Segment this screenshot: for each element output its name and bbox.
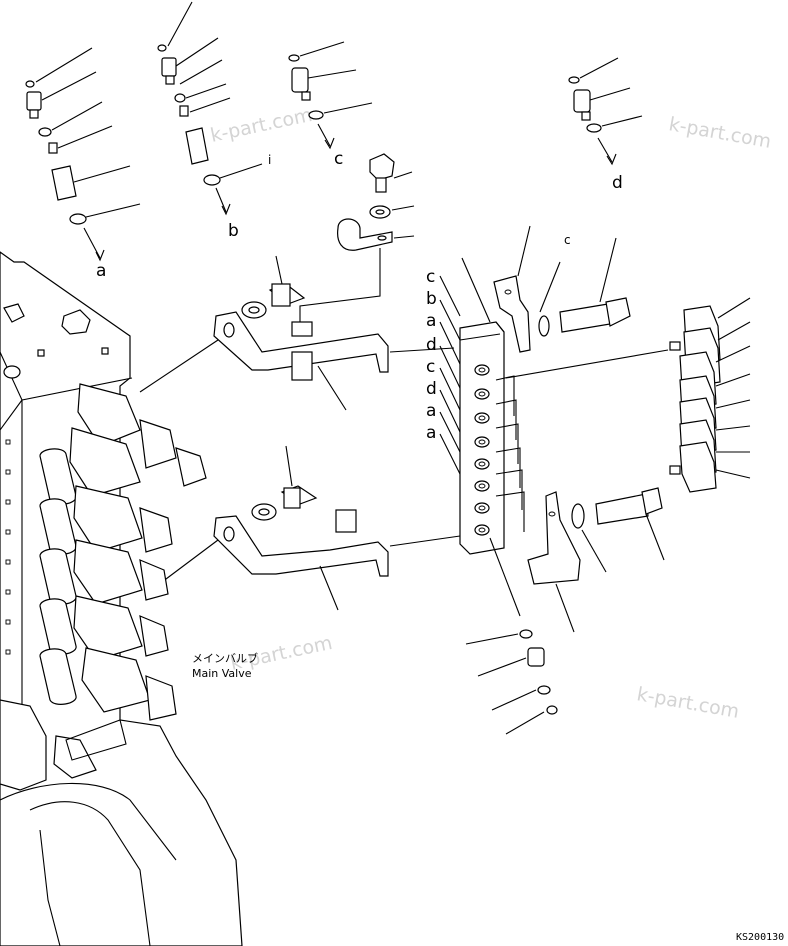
watermark: k-part.com	[208, 104, 314, 147]
fitting-group-a: a	[25, 47, 141, 281]
label-b: b	[228, 221, 239, 241]
port-label: a	[426, 401, 436, 421]
port-label: a	[426, 423, 436, 443]
port-labels: c b a d c d a a	[426, 267, 461, 475]
main-valve-label-jp: メインバルブ	[192, 651, 258, 665]
manifold-ports	[474, 364, 490, 536]
port-label: c	[426, 267, 435, 287]
main-valve: メインバルブ Main Valve	[0, 251, 258, 946]
lower-bracket	[145, 445, 461, 611]
label-c: c	[334, 149, 343, 169]
label-a: a	[96, 261, 106, 281]
port-label: c	[426, 357, 435, 377]
clamp-assembly	[291, 153, 415, 337]
main-valve-label-en: Main Valve	[192, 667, 252, 680]
drawing-code: KS200130	[736, 932, 784, 943]
port-label: b	[426, 289, 437, 309]
label-i: i	[268, 153, 271, 167]
label-d: d	[612, 173, 623, 193]
fitting-group-b: b i	[157, 1, 271, 241]
label-c-small: c	[564, 233, 571, 247]
pressure-switch-stack	[669, 297, 751, 493]
port-label: d	[426, 335, 437, 355]
watermark: k-part.com	[635, 683, 741, 723]
fitting-group-d: d	[568, 57, 643, 193]
watermark: k-part.com	[667, 113, 773, 153]
fitting-group-c: c	[288, 41, 373, 169]
right-lower-bracket	[527, 487, 665, 633]
port-label: d	[426, 379, 437, 399]
right-upper-bracket: c	[493, 225, 631, 353]
port-label: a	[426, 311, 436, 331]
bottom-fittings	[465, 629, 558, 735]
center-manifold	[459, 257, 669, 617]
upper-bracket	[139, 255, 455, 411]
